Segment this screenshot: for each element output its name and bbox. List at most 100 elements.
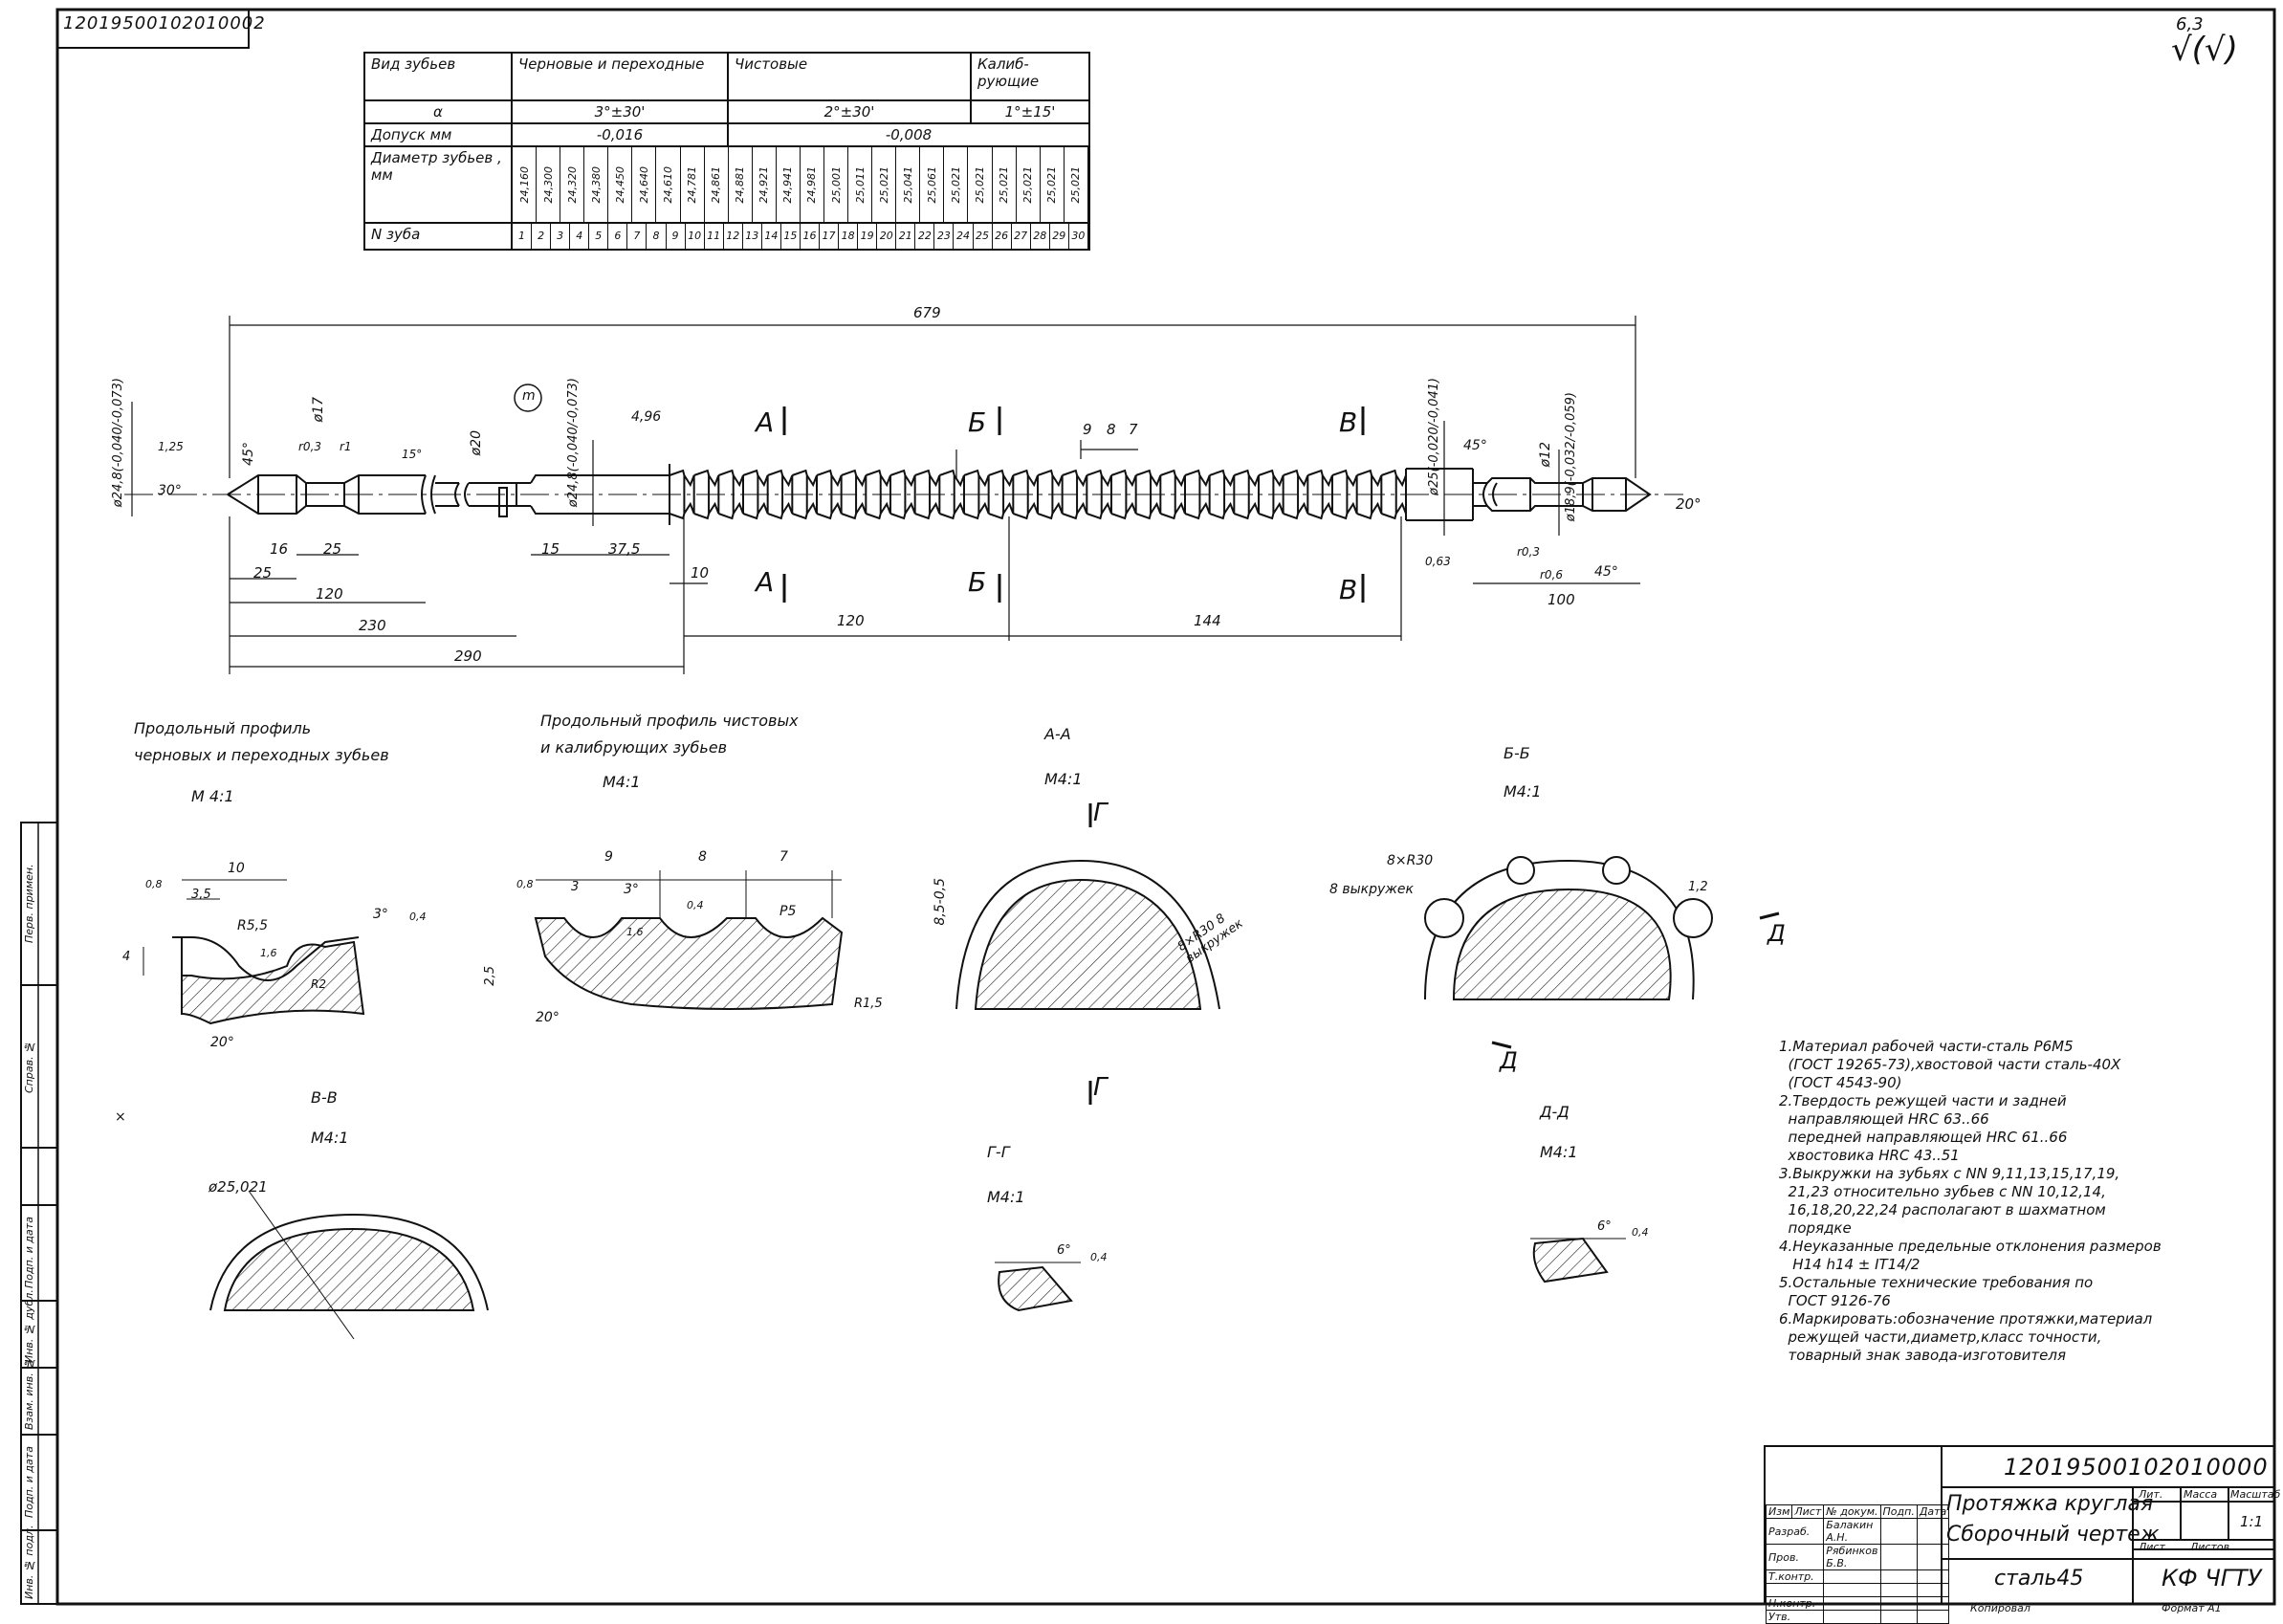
sec-VV-dim: ø25,021 — [209, 1178, 268, 1196]
sec-GG-r: 0,4 — [1090, 1251, 1108, 1263]
sheet-frame — [55, 8, 2276, 1606]
broach-tooth — [791, 469, 818, 520]
technical-notes: 1.Материал рабочей части-сталь Р6М5 (ГОС… — [1779, 1038, 2162, 1365]
diam-value: 24,300 — [541, 165, 555, 204]
diam-cell: 24,320 — [560, 147, 585, 222]
broach-tooth — [693, 469, 720, 520]
dim-d17: ø17 — [311, 397, 326, 423]
note-line: 2.Твердость режущей части и задней — [1779, 1092, 2067, 1109]
diam-cell: 24,380 — [584, 147, 609, 222]
diam-value: 24,921 — [757, 165, 771, 204]
diam-value: 24,450 — [613, 165, 626, 204]
tooth-number: 20 — [877, 224, 897, 249]
th-kind: Вид зубьев — [363, 52, 513, 101]
stamp-code: 12019500102010002 — [63, 13, 266, 33]
broach-tooth — [914, 469, 941, 520]
dim-375: 37,5 — [608, 540, 641, 558]
section-DD — [1530, 1237, 1626, 1284]
diam-cell: 24,781 — [681, 147, 705, 222]
alpha-calib: 1°±15' — [970, 99, 1090, 124]
c-8: 8 — [698, 849, 707, 865]
side-stamp-label: Подп. и дата — [23, 1446, 35, 1519]
tb-col-doc: № докум. — [1823, 1504, 1881, 1519]
broach-tooth — [1037, 469, 1064, 520]
note-line: (ГОСТ 19265-73),хвостовой части сталь-40… — [1779, 1056, 2121, 1073]
tooth-number: 1 — [513, 224, 533, 249]
broach-tooth — [669, 469, 695, 520]
sec-BB-title: Б-Б — [1504, 744, 1530, 762]
rough-063: 0,63 — [1425, 555, 1451, 568]
tb-col-podp: Подп. — [1879, 1504, 1918, 1519]
diam-value: 25,061 — [925, 165, 938, 204]
sec-GG-ang: 6° — [1057, 1243, 1071, 1258]
c-25: 2,5 — [483, 966, 497, 986]
c-20deg: 20° — [536, 1010, 560, 1025]
dim-125: 1,25 — [158, 440, 184, 453]
diam-cell: 24,640 — [632, 147, 657, 222]
tol-label: Допуск мм — [363, 122, 513, 147]
clean-profile-scale: М4:1 — [603, 773, 641, 791]
r-20deg: 20° — [210, 1035, 234, 1050]
tooth-number: 12 — [724, 224, 743, 249]
sec-D-mark-bottom: Д — [1500, 1047, 1518, 1074]
sec-BB-note1: 8×R30 — [1387, 853, 1434, 868]
tb-list: Лист — [2139, 1541, 2165, 1553]
diam-cell: 25,061 — [920, 147, 945, 222]
diam-cell: 24,160 — [513, 147, 538, 222]
sec-D-mark-top: Д — [1767, 920, 1786, 947]
broach-tooth — [1356, 469, 1383, 520]
broach-tooth — [1209, 469, 1236, 520]
diam-cell: 25,021 — [944, 147, 969, 222]
c-3: 3 — [571, 880, 580, 894]
dim-100: 100 — [1548, 591, 1575, 608]
broach-tooth — [717, 469, 744, 520]
diam-value: 24,781 — [686, 165, 699, 204]
dim-496: 4,96 — [631, 409, 662, 425]
tb-prov-name: Рябинков Б.В. — [1823, 1544, 1881, 1570]
stray-mark: × — [115, 1109, 126, 1125]
note-line: (ГОСТ 4543-90) — [1779, 1074, 1902, 1091]
diam-value: 24,160 — [517, 165, 531, 204]
roughness-sign: √(√) — [2171, 31, 2238, 69]
diam-value: 25,021 — [1069, 165, 1083, 204]
dim-d25: ø25(-0,020/-0,041) — [1427, 378, 1441, 495]
section-AA — [955, 803, 1220, 1105]
side-stamp-column — [20, 822, 58, 1605]
tb-kopiroval: Копировал — [1970, 1602, 2031, 1614]
note-line: передней направляющей HRC 61..66 — [1779, 1129, 2068, 1146]
c-04: 0,4 — [687, 899, 704, 911]
note-line: 6.Маркировать:обозначение протяжки,матер… — [1779, 1310, 2153, 1328]
tb-prov: Пров. — [1765, 1544, 1825, 1570]
tooth-number: 5 — [589, 224, 609, 249]
broach-tooth — [1184, 469, 1211, 520]
tb-razrab-name: Балакин А.Н. — [1823, 1518, 1881, 1545]
c-16: 1,6 — [626, 926, 644, 938]
section-B-bottom: Б — [968, 566, 987, 598]
diam-value: 24,640 — [637, 165, 650, 204]
dim-20deg: 20° — [1676, 495, 1701, 513]
tooth-number: 2 — [532, 224, 552, 249]
diam-cell: 25,021 — [993, 147, 1017, 222]
diam-cell: 24,941 — [777, 147, 801, 222]
broach-tooth — [1086, 469, 1112, 520]
sec-DD-ang: 6° — [1597, 1219, 1612, 1234]
mark-m: m — [522, 388, 536, 404]
broach-tooth — [1110, 469, 1137, 520]
note-line: 1.Материал рабочей части-сталь Р6М5 — [1779, 1038, 2074, 1055]
broach-tooth — [938, 469, 965, 520]
note-line: хвостовика HRC 43..51 — [1779, 1147, 1960, 1164]
r-3deg: 3° — [373, 907, 388, 922]
dim-30deg: 30° — [158, 483, 182, 498]
diam-cell: 24,450 — [608, 147, 633, 222]
diam-value: 24,941 — [781, 165, 795, 204]
diam-cell: 25,021 — [1065, 147, 1088, 222]
dim-15deg: 15° — [402, 448, 423, 461]
num-label: N зуба — [363, 222, 513, 251]
sec-BB-dim: 1,2 — [1688, 880, 1708, 894]
sec-BB-scale: М4:1 — [1504, 782, 1542, 801]
sec-G-mark-top: Г — [1093, 799, 1108, 827]
section-V-top: В — [1339, 406, 1358, 438]
broach-tooth — [1258, 469, 1284, 520]
